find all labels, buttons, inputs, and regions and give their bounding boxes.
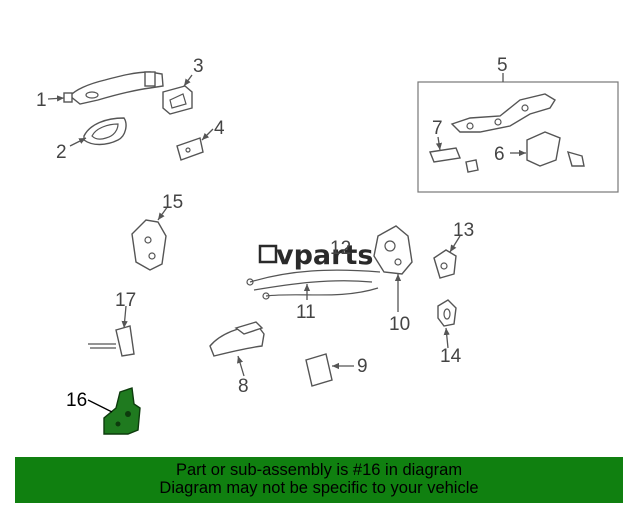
callout-2: 2 bbox=[56, 142, 67, 163]
part-13-striker[interactable] bbox=[433, 249, 457, 279]
part-17-rod[interactable] bbox=[88, 325, 135, 357]
part-8-inside-handle[interactable] bbox=[209, 321, 265, 357]
part-5-assembly-box[interactable] bbox=[417, 81, 619, 193]
callout-15: 15 bbox=[162, 192, 183, 213]
svg-text:vparts: vparts bbox=[276, 240, 373, 271]
part-9-cover[interactable] bbox=[305, 353, 333, 387]
part-14-retainer[interactable] bbox=[437, 299, 457, 327]
part-1-outer-handle[interactable] bbox=[63, 71, 164, 105]
part-2-handle-bezel[interactable] bbox=[83, 117, 127, 146]
callout-8: 8 bbox=[238, 376, 249, 397]
info-banner: Part or sub-assembly is #16 in diagram D… bbox=[15, 457, 623, 503]
callout-3: 3 bbox=[193, 56, 204, 77]
part-15-bracket[interactable] bbox=[131, 219, 167, 271]
callout-14: 14 bbox=[440, 346, 462, 367]
part-4-pad[interactable] bbox=[176, 137, 204, 161]
callout-9: 9 bbox=[357, 356, 368, 377]
banner-line-1: Part or sub-assembly is #16 in diagram bbox=[175, 461, 463, 479]
callout-13: 13 bbox=[453, 220, 474, 241]
part-16-highlighted[interactable] bbox=[103, 387, 141, 435]
part-3-cap[interactable] bbox=[162, 85, 193, 115]
callout-6: 6 bbox=[494, 144, 505, 165]
callout-7: 7 bbox=[432, 118, 443, 139]
callout-5: 5 bbox=[497, 55, 508, 76]
callout-11: 11 bbox=[296, 302, 316, 323]
callout-16-highlighted: 16 bbox=[66, 390, 87, 411]
callout-10: 10 bbox=[389, 314, 410, 335]
banner-line-2: Diagram may not be specific to your vehi… bbox=[159, 479, 479, 497]
callout-17: 17 bbox=[115, 290, 136, 311]
watermark-logo: vparts bbox=[258, 240, 373, 271]
part-11-cables[interactable] bbox=[246, 269, 381, 300]
callout-12: 12 bbox=[330, 238, 351, 259]
callout-4: 4 bbox=[214, 118, 225, 139]
leader-lines bbox=[47, 73, 526, 413]
callout-1: 1 bbox=[36, 90, 47, 111]
part-10-door-lock[interactable] bbox=[373, 225, 413, 275]
